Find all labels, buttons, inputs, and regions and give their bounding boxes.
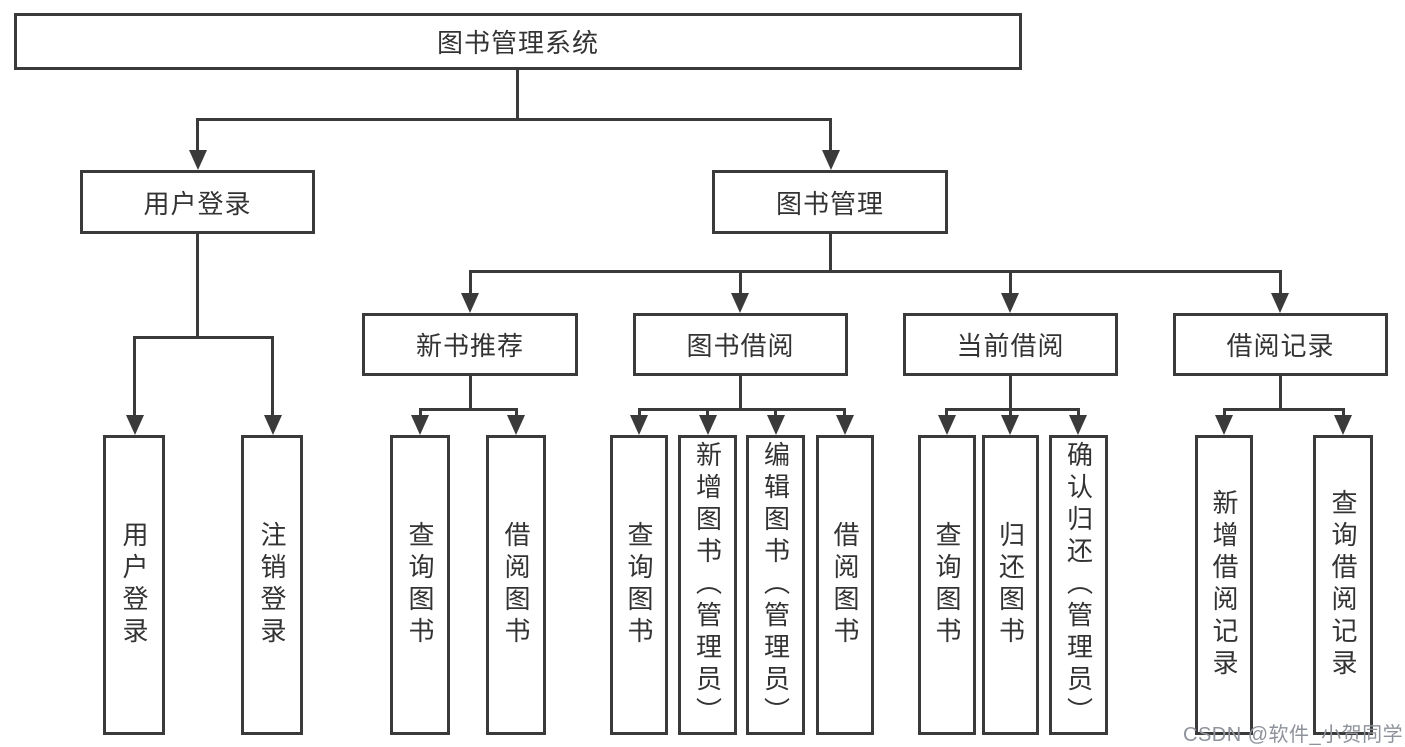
node-current-borrowing: 当前借阅 [903,313,1118,376]
arrowhead-user-login [189,150,207,170]
connector-drop-new-book-recommend [469,270,472,295]
leaf-user-login-label: 用户登录 [119,521,149,649]
leaf-recommend-query-book: 查询图书 [390,435,450,735]
connector-drop-current-return [1009,408,1012,417]
arrowhead-user-login-leaf [126,415,144,435]
leaf-current-return-book: 归还图书 [982,435,1039,735]
leaf-records-add-record: 新增借阅记录 [1195,435,1253,735]
leaf-logout-label: 注销登录 [257,521,287,649]
leaf-borrowing-query-book-label: 查询图书 [624,521,654,649]
leaf-current-query-book: 查询图书 [918,435,976,735]
leaf-records-query-record-label: 查询借阅记录 [1328,489,1358,681]
arrowhead-book-borrowing [731,293,749,313]
node-book-management-label: 图书管理 [775,188,884,219]
connector-current-borrowing-bar [945,408,1080,411]
arrowhead-recommend-query [411,415,429,435]
connector-drop-user-login-leaf [133,336,136,416]
connector-drop-borrowing-records [1279,270,1282,295]
connector-current-borrowing-stub [1009,376,1012,408]
leaf-logout: 注销登录 [241,435,303,735]
arrowhead-current-query [938,415,956,435]
leaf-current-confirm-return-admin-label: 确认归还（管理员） [1063,441,1094,729]
node-root: 图书管理系统 [14,13,1022,70]
arrowhead-borrowing-edit [767,415,785,435]
csdn-watermark: CSDN @软件_小贺同学 [1183,724,1404,746]
connector-new-book-recommend-bar [419,408,518,411]
connector-drop-borrowing-query [638,408,641,417]
connector-drop-borrowing-add [706,408,709,417]
leaf-recommend-query-book-label: 查询图书 [405,521,435,649]
leaf-borrowing-add-book-admin: 新增图书（管理员） [678,435,737,735]
node-user-login-label: 用户登录 [143,188,252,219]
connector-drop-user-login [196,118,199,152]
connector-borrowing-records-stub [1279,376,1282,408]
leaf-current-confirm-return-admin: 确认归还（管理员） [1049,435,1108,735]
node-new-book-recommend-label: 新书推荐 [415,331,524,361]
arrowhead-current-confirm [1069,415,1087,435]
connector-book-borrowing-stub [739,376,742,408]
node-book-borrowing: 图书借阅 [633,313,848,376]
connector-drop-records-query [1342,408,1345,417]
connector-new-book-recommend-stub [469,376,472,408]
node-root-label: 图书管理系统 [436,28,599,58]
arrowhead-book-management [822,150,840,170]
connector-drop-current-confirm [1077,408,1080,417]
leaf-borrowing-query-book: 查询图书 [610,435,668,735]
arrowhead-records-query [1334,415,1352,435]
leaf-recommend-borrow-book: 借阅图书 [486,435,546,735]
leaf-user-login: 用户登录 [103,435,165,735]
arrowhead-recommend-borrow [507,415,525,435]
connector-drop-book-management [829,118,832,152]
connector-book-borrowing-bar [638,408,846,411]
arrowhead-current-borrowing [1001,293,1019,313]
connector-user-login-bar [133,336,274,339]
connector-borrowing-records-bar [1223,408,1345,411]
leaf-current-return-book-label: 归还图书 [995,521,1026,649]
arrowhead-borrowing-query [630,415,648,435]
arrowhead-borrowing-add [699,415,717,435]
leaf-records-add-record-label: 新增借阅记录 [1209,489,1239,681]
connector-drop-current-borrowing [1009,270,1012,295]
node-book-borrowing-label: 图书借阅 [686,331,795,361]
node-user-login: 用户登录 [80,170,315,234]
connector-drop-recommend-query [419,408,422,417]
arrowhead-new-book-recommend [461,293,479,313]
connector-drop-recommend-borrow [515,408,518,417]
leaf-borrowing-edit-book-admin: 编辑图书（管理员） [746,435,805,735]
arrowhead-borrowing-borrow [836,415,854,435]
leaf-current-query-book-label: 查询图书 [932,521,962,649]
connector-drop-records-add [1223,408,1226,417]
node-borrowing-records-label: 借阅记录 [1226,331,1335,361]
leaf-recommend-borrow-book-label: 借阅图书 [501,521,531,649]
node-new-book-recommend: 新书推荐 [362,313,578,376]
connector-drop-current-query [945,408,948,417]
arrowhead-records-add [1215,415,1233,435]
connector-drop-borrowing-borrow [843,408,846,417]
node-book-management: 图书管理 [712,170,948,234]
arrowhead-current-return [1001,415,1019,435]
connector-user-login-stub [196,234,199,336]
arrowhead-borrowing-records [1271,293,1289,313]
leaf-borrowing-borrow-book-label: 借阅图书 [830,521,860,649]
connector-root-bar [196,118,832,121]
connector-drop-logout-leaf [271,336,274,416]
leaf-records-query-record: 查询借阅记录 [1313,435,1373,735]
connector-book-management-stub [829,234,832,270]
arrowhead-logout-leaf [264,415,282,435]
node-borrowing-records: 借阅记录 [1173,313,1388,376]
connector-book-management-bar [469,270,1282,273]
connector-drop-borrowing-edit [774,408,777,417]
node-current-borrowing-label: 当前借阅 [956,331,1065,361]
leaf-borrowing-borrow-book: 借阅图书 [816,435,874,735]
leaf-borrowing-edit-book-admin-label: 编辑图书（管理员） [760,441,791,729]
connector-drop-book-borrowing [739,270,742,295]
connector-root-stub [516,70,519,118]
leaf-borrowing-add-book-admin-label: 新增图书（管理员） [692,441,723,729]
